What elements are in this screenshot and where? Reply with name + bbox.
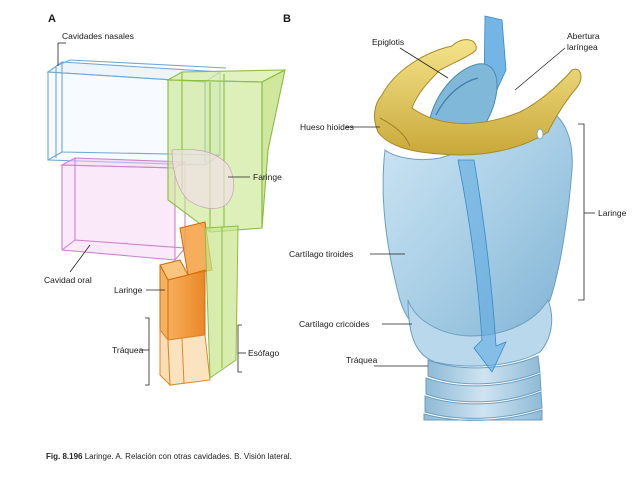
oral-cavity-shape (59, 157, 187, 261)
label-oral-cavity: Cavidad oral (44, 275, 92, 285)
hyoid-bone-shape (374, 39, 582, 156)
panel-a-labels: Cavidades nasales Faringe Cavidad oral L… (44, 31, 282, 386)
label-aperture-line1: Abertura (567, 31, 600, 41)
airflow-arrow-inner (457, 159, 507, 373)
thyroid-foramen (536, 128, 544, 140)
figure-number: Fig. 8.196 (46, 452, 83, 461)
label-hyoid-bone: Hueso hioides (300, 122, 354, 132)
panel-a-letter: A (48, 13, 56, 25)
panel-b-labels: Epiglotis Abertura laríngea Hueso hioide… (289, 31, 627, 367)
epiglottis-ridge (435, 77, 479, 116)
panel-b-letter: B (283, 13, 291, 25)
label-larynx-b: Laringe (598, 208, 627, 218)
label-trachea-b: Tráquea (346, 355, 378, 365)
esophagus-shape (204, 225, 239, 379)
label-cricoid-cartilage: Cartílago cricoides (299, 319, 369, 329)
hyoid-body-line (379, 117, 411, 147)
figure-caption-text: Laringe. A. Relación con otras cavidades… (84, 452, 292, 461)
label-larynx-a: Laringe (114, 285, 143, 295)
label-thyroid-cartilage: Cartílago tiroides (289, 249, 353, 259)
panel-a: A (44, 13, 286, 387)
larynx-shape (159, 221, 213, 342)
label-aperture-line2: laríngea (567, 42, 598, 52)
label-epiglottis: Epiglotis (372, 37, 404, 47)
cricoid-cartilage-shape (407, 298, 553, 367)
trachea-rings (423, 355, 543, 421)
label-trachea-a: Tráquea (112, 345, 144, 355)
label-pharynx: Faringe (253, 172, 282, 182)
label-esophagus: Esófago (248, 348, 279, 358)
trachea-shape (159, 328, 211, 387)
figure-caption: Fig. 8.196 Laringe. A. Relación con otra… (46, 452, 292, 461)
panel-b: B Epiglotis Abertura laríngea (283, 13, 627, 421)
pharynx-soft-tissue (171, 149, 235, 209)
label-nasal-cavities: Cavidades nasales (62, 31, 134, 41)
